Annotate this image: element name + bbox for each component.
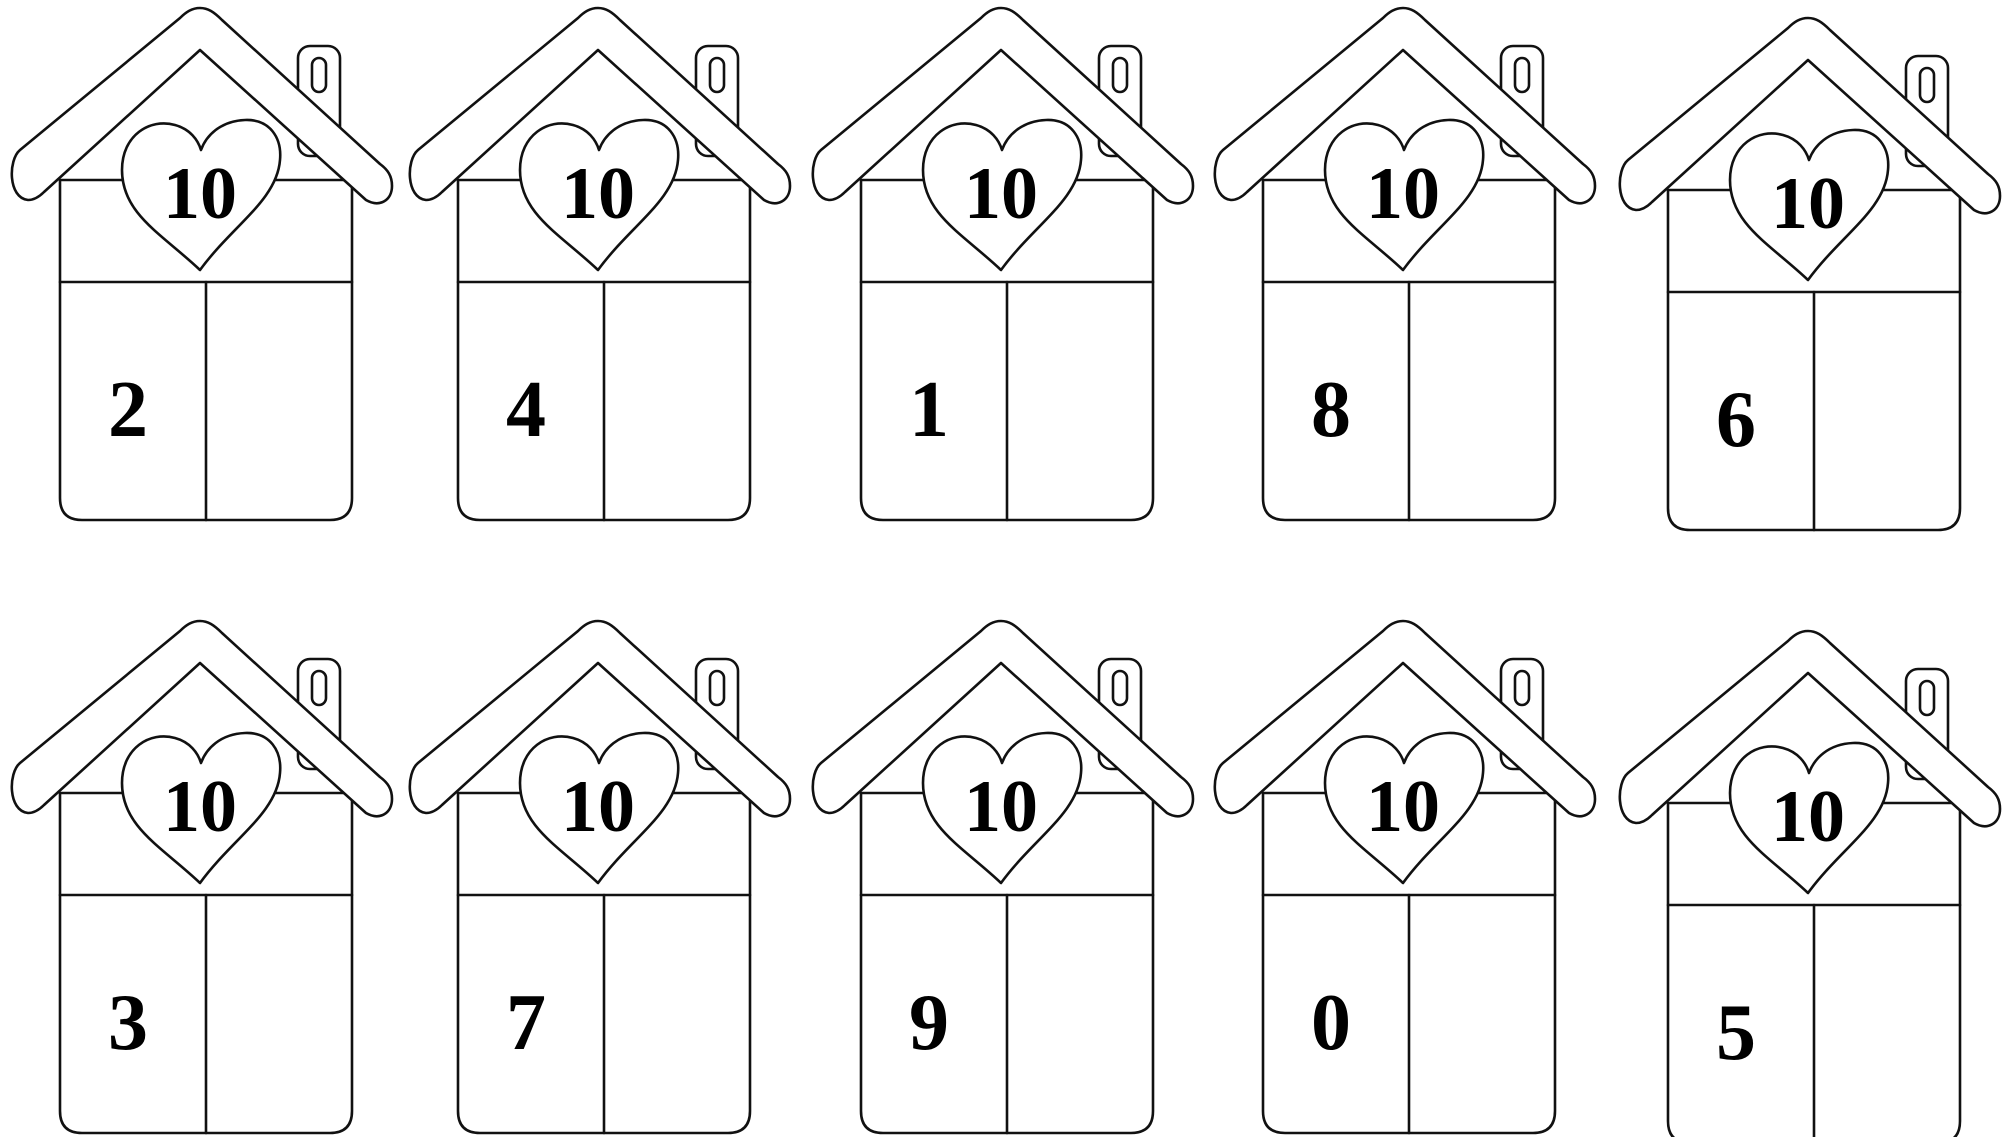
- answer-box[interactable]: [1015, 292, 1145, 512]
- roof-number: 10: [163, 153, 237, 235]
- answer-box[interactable]: [1417, 292, 1547, 512]
- roof-number: 10: [561, 153, 635, 235]
- roof-number: 10: [964, 153, 1038, 235]
- house-2-5: 1005: [1620, 631, 2000, 1137]
- given-number: 9: [909, 979, 949, 1067]
- answer-box[interactable]: [214, 292, 344, 512]
- roof-number: 10: [1771, 163, 1845, 245]
- answer-box[interactable]: [1417, 905, 1547, 1125]
- answer-box[interactable]: [612, 905, 742, 1125]
- roof-number: 10: [1366, 766, 1440, 848]
- given-number: 8: [1311, 366, 1351, 454]
- given-number: 4: [506, 366, 546, 454]
- answer-box[interactable]: [612, 292, 742, 512]
- answer-box[interactable]: [1015, 905, 1145, 1125]
- house-1-1: 1002: [12, 8, 392, 520]
- given-number: 0: [1311, 979, 1351, 1067]
- given-number: 2: [108, 366, 148, 454]
- house-1-2: 1004: [410, 8, 790, 520]
- house-1-5: 1006: [1620, 18, 2000, 530]
- house-2-2: 1007: [410, 621, 790, 1133]
- given-number: 1: [909, 366, 949, 454]
- roof-number: 10: [964, 766, 1038, 848]
- answer-box[interactable]: [1822, 302, 1952, 522]
- given-number: 7: [506, 979, 546, 1067]
- house-2-3: 1009: [813, 621, 1193, 1133]
- answer-box[interactable]: [214, 905, 344, 1125]
- roof-number: 10: [1771, 776, 1845, 858]
- house-2-1: 1003: [12, 621, 392, 1133]
- house-2-4: 1000: [1215, 621, 1595, 1133]
- roof-number: 10: [1366, 153, 1440, 235]
- roof-number: 10: [163, 766, 237, 848]
- given-number: 6: [1716, 376, 1756, 464]
- answer-box[interactable]: [1822, 915, 1952, 1135]
- given-number: 3: [108, 979, 148, 1067]
- houses-grid: 1002100410011008100610031007100910001005: [12, 8, 2000, 1137]
- roof-number: 10: [561, 766, 635, 848]
- house-1-4: 1008: [1215, 8, 1595, 520]
- given-number: 5: [1716, 989, 1756, 1077]
